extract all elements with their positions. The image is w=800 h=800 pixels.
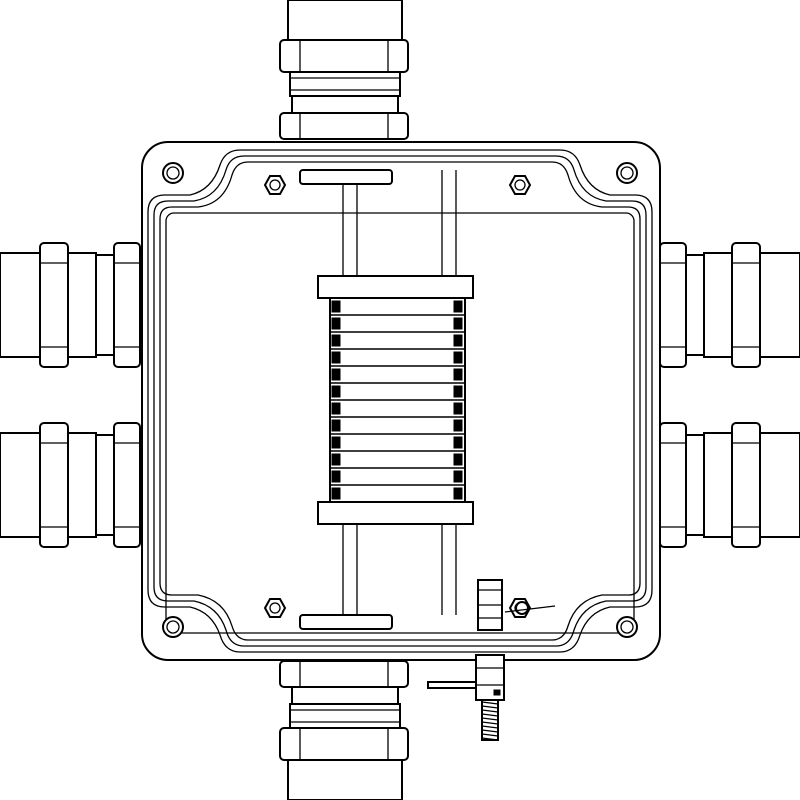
terminal bbox=[329, 484, 466, 503]
mounting-hole-icon bbox=[616, 162, 638, 184]
cable-gland-top bbox=[279, 0, 409, 140]
din-rails bbox=[299, 169, 457, 630]
mounting-hole-icon bbox=[616, 616, 638, 638]
hex-screw-icon bbox=[263, 598, 287, 618]
terminal-block bbox=[317, 275, 474, 525]
hex-screw-icon bbox=[263, 175, 287, 195]
hex-screw-icon bbox=[508, 175, 532, 195]
cable-gland-bottom bbox=[279, 660, 409, 800]
ground-screw bbox=[427, 579, 556, 741]
terminals bbox=[329, 297, 466, 503]
mounting-holes bbox=[162, 162, 638, 638]
mounting-hole-icon bbox=[162, 162, 184, 184]
screw-thread bbox=[481, 701, 499, 741]
mounting-hole-icon bbox=[162, 616, 184, 638]
lid-screws bbox=[263, 175, 532, 618]
